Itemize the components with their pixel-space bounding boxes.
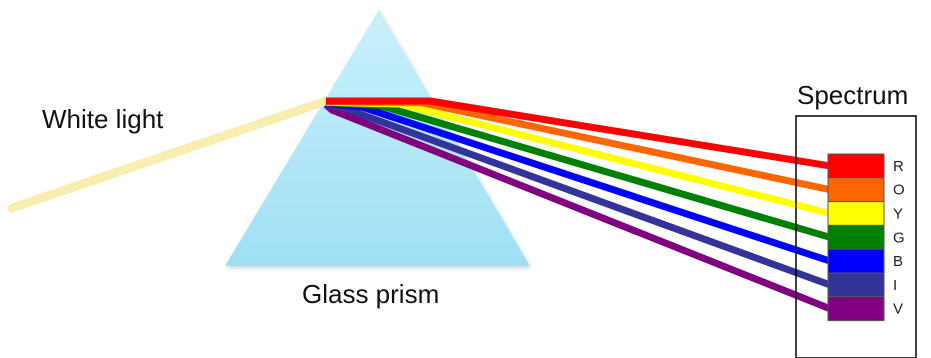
spectrum-letter-b: B [893,253,903,270]
spectrum-label: Spectrum [797,80,908,110]
spectrum-letter-y: Y [893,206,903,223]
white-light-beam [7,96,331,213]
spectrum-band-b [827,248,885,274]
spectrum-band-v [827,296,885,322]
spectrum-letter-v: V [893,301,903,318]
spectrum-band-i [827,272,885,298]
spectrum-box [795,115,917,358]
glass-prism [225,10,530,266]
ray-r [326,97,831,170]
prism-label: Glass prism [302,279,439,309]
spectrum-letter-r: R [893,158,904,175]
spectrum-band-o [827,177,885,203]
spectrum-letter-g: G [893,229,905,246]
spectrum-letter-o: O [893,182,905,199]
spectrum-letter-i: I [893,277,897,294]
dispersed-rays [323,97,832,312]
spectrum-band-g [827,224,885,250]
spectrum-band-y [827,201,885,226]
spectrum-band-r [827,153,885,179]
white-light-label: White light [42,104,164,134]
